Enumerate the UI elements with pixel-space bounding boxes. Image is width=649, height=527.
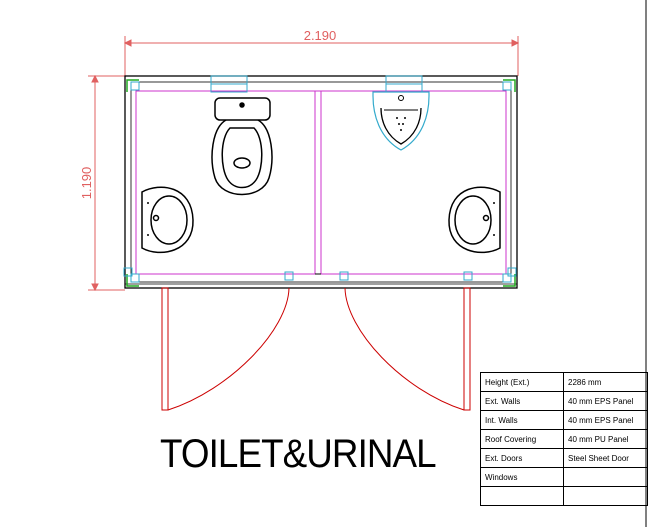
height-dimension-label: 1.190 — [79, 167, 94, 200]
spec-value: 40 mm PU Panel — [563, 429, 648, 449]
spec-row — [480, 486, 648, 506]
spec-label — [480, 486, 564, 506]
roof-vent-left — [210, 75, 248, 93]
spec-value — [563, 467, 648, 487]
spec-value: Steel Sheet Door — [563, 448, 648, 468]
spec-label: Height (Ext.) — [480, 372, 564, 392]
spec-label: Windows — [480, 467, 564, 487]
corner-highlights — [130, 81, 512, 283]
width-dimension-label: 2.190 — [304, 28, 337, 43]
spec-label: Ext. Doors — [480, 448, 564, 468]
spec-label: Roof Covering — [480, 429, 564, 449]
sink-left — [141, 186, 194, 254]
roof-vent-right — [385, 75, 423, 93]
wall-joint-markers — [123, 267, 517, 281]
door-left — [161, 287, 290, 411]
door-right — [344, 287, 471, 411]
width-dimension — [123, 36, 520, 76]
sink-right — [448, 186, 501, 254]
spec-row: Height (Ext.)2286 mm — [480, 372, 648, 392]
spec-value — [563, 486, 648, 506]
spec-row: Windows — [480, 467, 648, 487]
spec-value: 2286 mm — [563, 372, 648, 392]
interior-partition-wall — [314, 91, 322, 275]
spec-value: 40 mm EPS Panel — [563, 410, 648, 430]
toilet-fixture — [211, 97, 273, 196]
urinal-fixture — [372, 91, 430, 151]
spec-label: Ext. Walls — [480, 391, 564, 411]
spec-label: Int. Walls — [480, 410, 564, 430]
spec-value: 40 mm EPS Panel — [563, 391, 648, 411]
drawing-title: TOILET&URINAL — [160, 432, 437, 476]
corner-connectors — [126, 79, 516, 287]
height-dimension — [88, 74, 125, 292]
